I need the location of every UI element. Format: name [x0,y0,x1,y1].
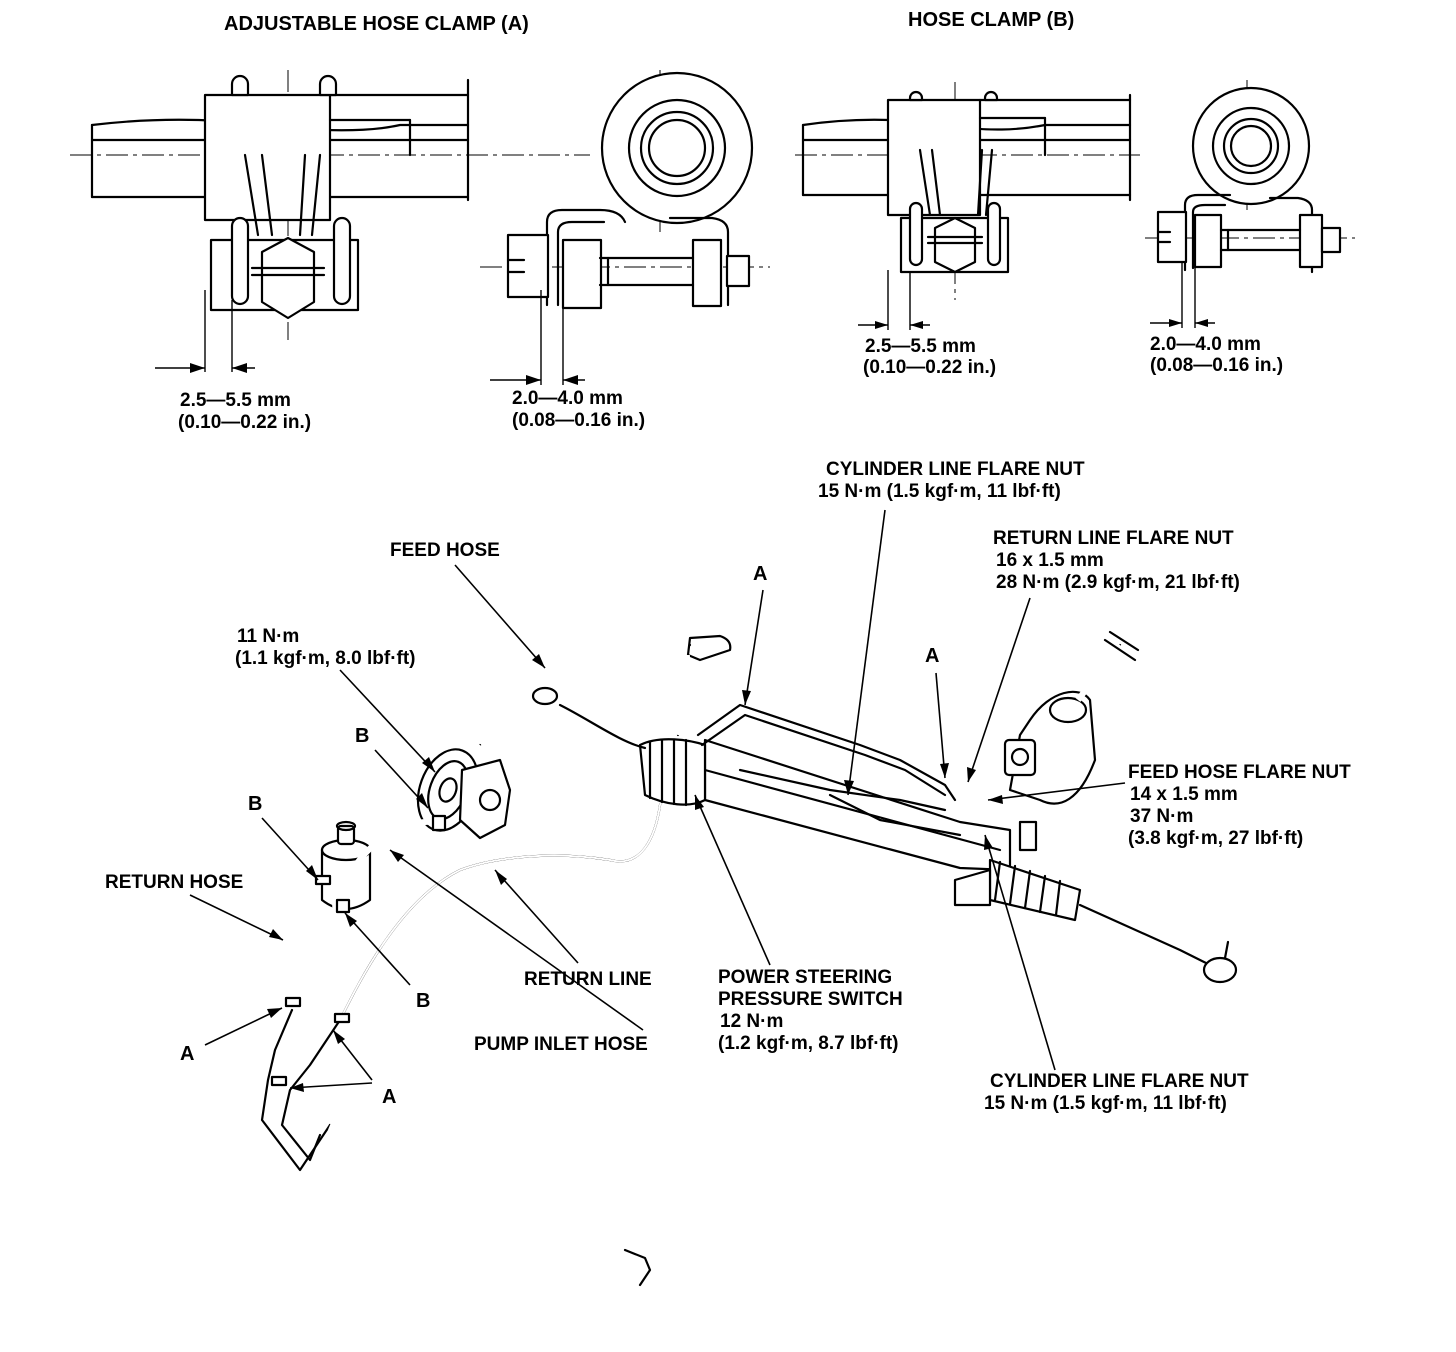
label-feed-hose-flare-nut-size: 14 x 1.5 mm [1130,784,1238,805]
label-clamp-a-rack-right: A [925,645,939,667]
title-hose-clamp-b: HOSE CLAMP (B) [908,9,1074,31]
clamp-b-side-view [795,82,1140,330]
label-pressure-switch-torque-kgf: (1.2 kgf·m, 8.7 lbf·ft) [718,1033,899,1054]
label-feed-hose-flare-nut-torque-nm: 37 N·m [1130,806,1193,827]
clamp-b-side-spec-mm: 2.5—5.5 mm [865,336,976,357]
label-return-hose: RETURN HOSE [105,872,243,893]
label-clamp-b-return-hose: B [248,793,262,815]
label-cylinder-line-flare-nut-top: CYLINDER LINE FLARE NUT [826,459,1085,480]
label-clamp-b-pump: B [355,725,369,747]
clamp-b-side-spec-in: (0.10—0.22 in.) [863,357,996,378]
label-clamp-a-rack-left: A [753,563,767,585]
label-return-line-flare-nut: RETURN LINE FLARE NUT [993,528,1234,549]
power-steering-system-illustration [260,630,1238,1287]
label-cylinder-line-flare-nut-top-torque: 15 N·m (1.5 kgf·m, 11 lbf·ft) [818,481,1061,502]
label-feed-hose: FEED HOSE [390,540,500,561]
label-return-line-flare-nut-size: 16 x 1.5 mm [996,550,1104,571]
clamp-b-end-spec-mm: 2.0—4.0 mm [1150,334,1261,355]
clamp-a-end-view [480,70,770,385]
label-cylinder-line-flare-nut-bottom-torque: 15 N·m (1.5 kgf·m, 11 lbf·ft) [984,1093,1227,1114]
clamp-a-side-spec-in: (0.10—0.22 in.) [178,412,311,433]
label-pressure-switch-torque-nm: 12 N·m [720,1011,783,1032]
title-adjustable-hose-clamp: ADJUSTABLE HOSE CLAMP (A) [224,13,529,35]
label-feed-hose-flare-nut: FEED HOSE FLARE NUT [1128,762,1351,783]
label-return-line: RETURN LINE [524,969,652,990]
label-clamp-a-left: A [180,1043,194,1065]
label-feed-hose-flare-nut-torque-kgf: (3.8 kgf·m, 27 lbf·ft) [1128,828,1303,849]
label-pump-bolt-torque-kgf: (1.1 kgf·m, 8.0 lbf·ft) [235,648,416,669]
label-cylinder-line-flare-nut-bottom: CYLINDER LINE FLARE NUT [990,1071,1249,1092]
leader-lines [189,509,1126,1092]
label-return-line-flare-nut-torque: 28 N·m (2.9 kgf·m, 21 lbf·ft) [996,572,1240,593]
label-power-steering: POWER STEERING [718,967,892,988]
clamp-a-side-view [70,70,590,373]
label-clamp-a-bottom: A [382,1086,396,1108]
clamp-a-end-spec-in: (0.08—0.16 in.) [512,410,645,431]
clamp-b-end-view [1145,80,1355,328]
label-clamp-b-reservoir: B [416,990,430,1012]
label-pump-inlet-hose: PUMP INLET HOSE [474,1034,648,1055]
clamp-b-end-spec-in: (0.08—0.16 in.) [1150,355,1283,376]
label-pump-bolt-torque-nm: 11 N·m [237,626,299,647]
clamp-a-end-spec-mm: 2.0—4.0 mm [512,388,623,409]
label-pressure-switch: PRESSURE SWITCH [718,989,903,1010]
clamp-a-side-spec-mm: 2.5—5.5 mm [180,390,291,411]
